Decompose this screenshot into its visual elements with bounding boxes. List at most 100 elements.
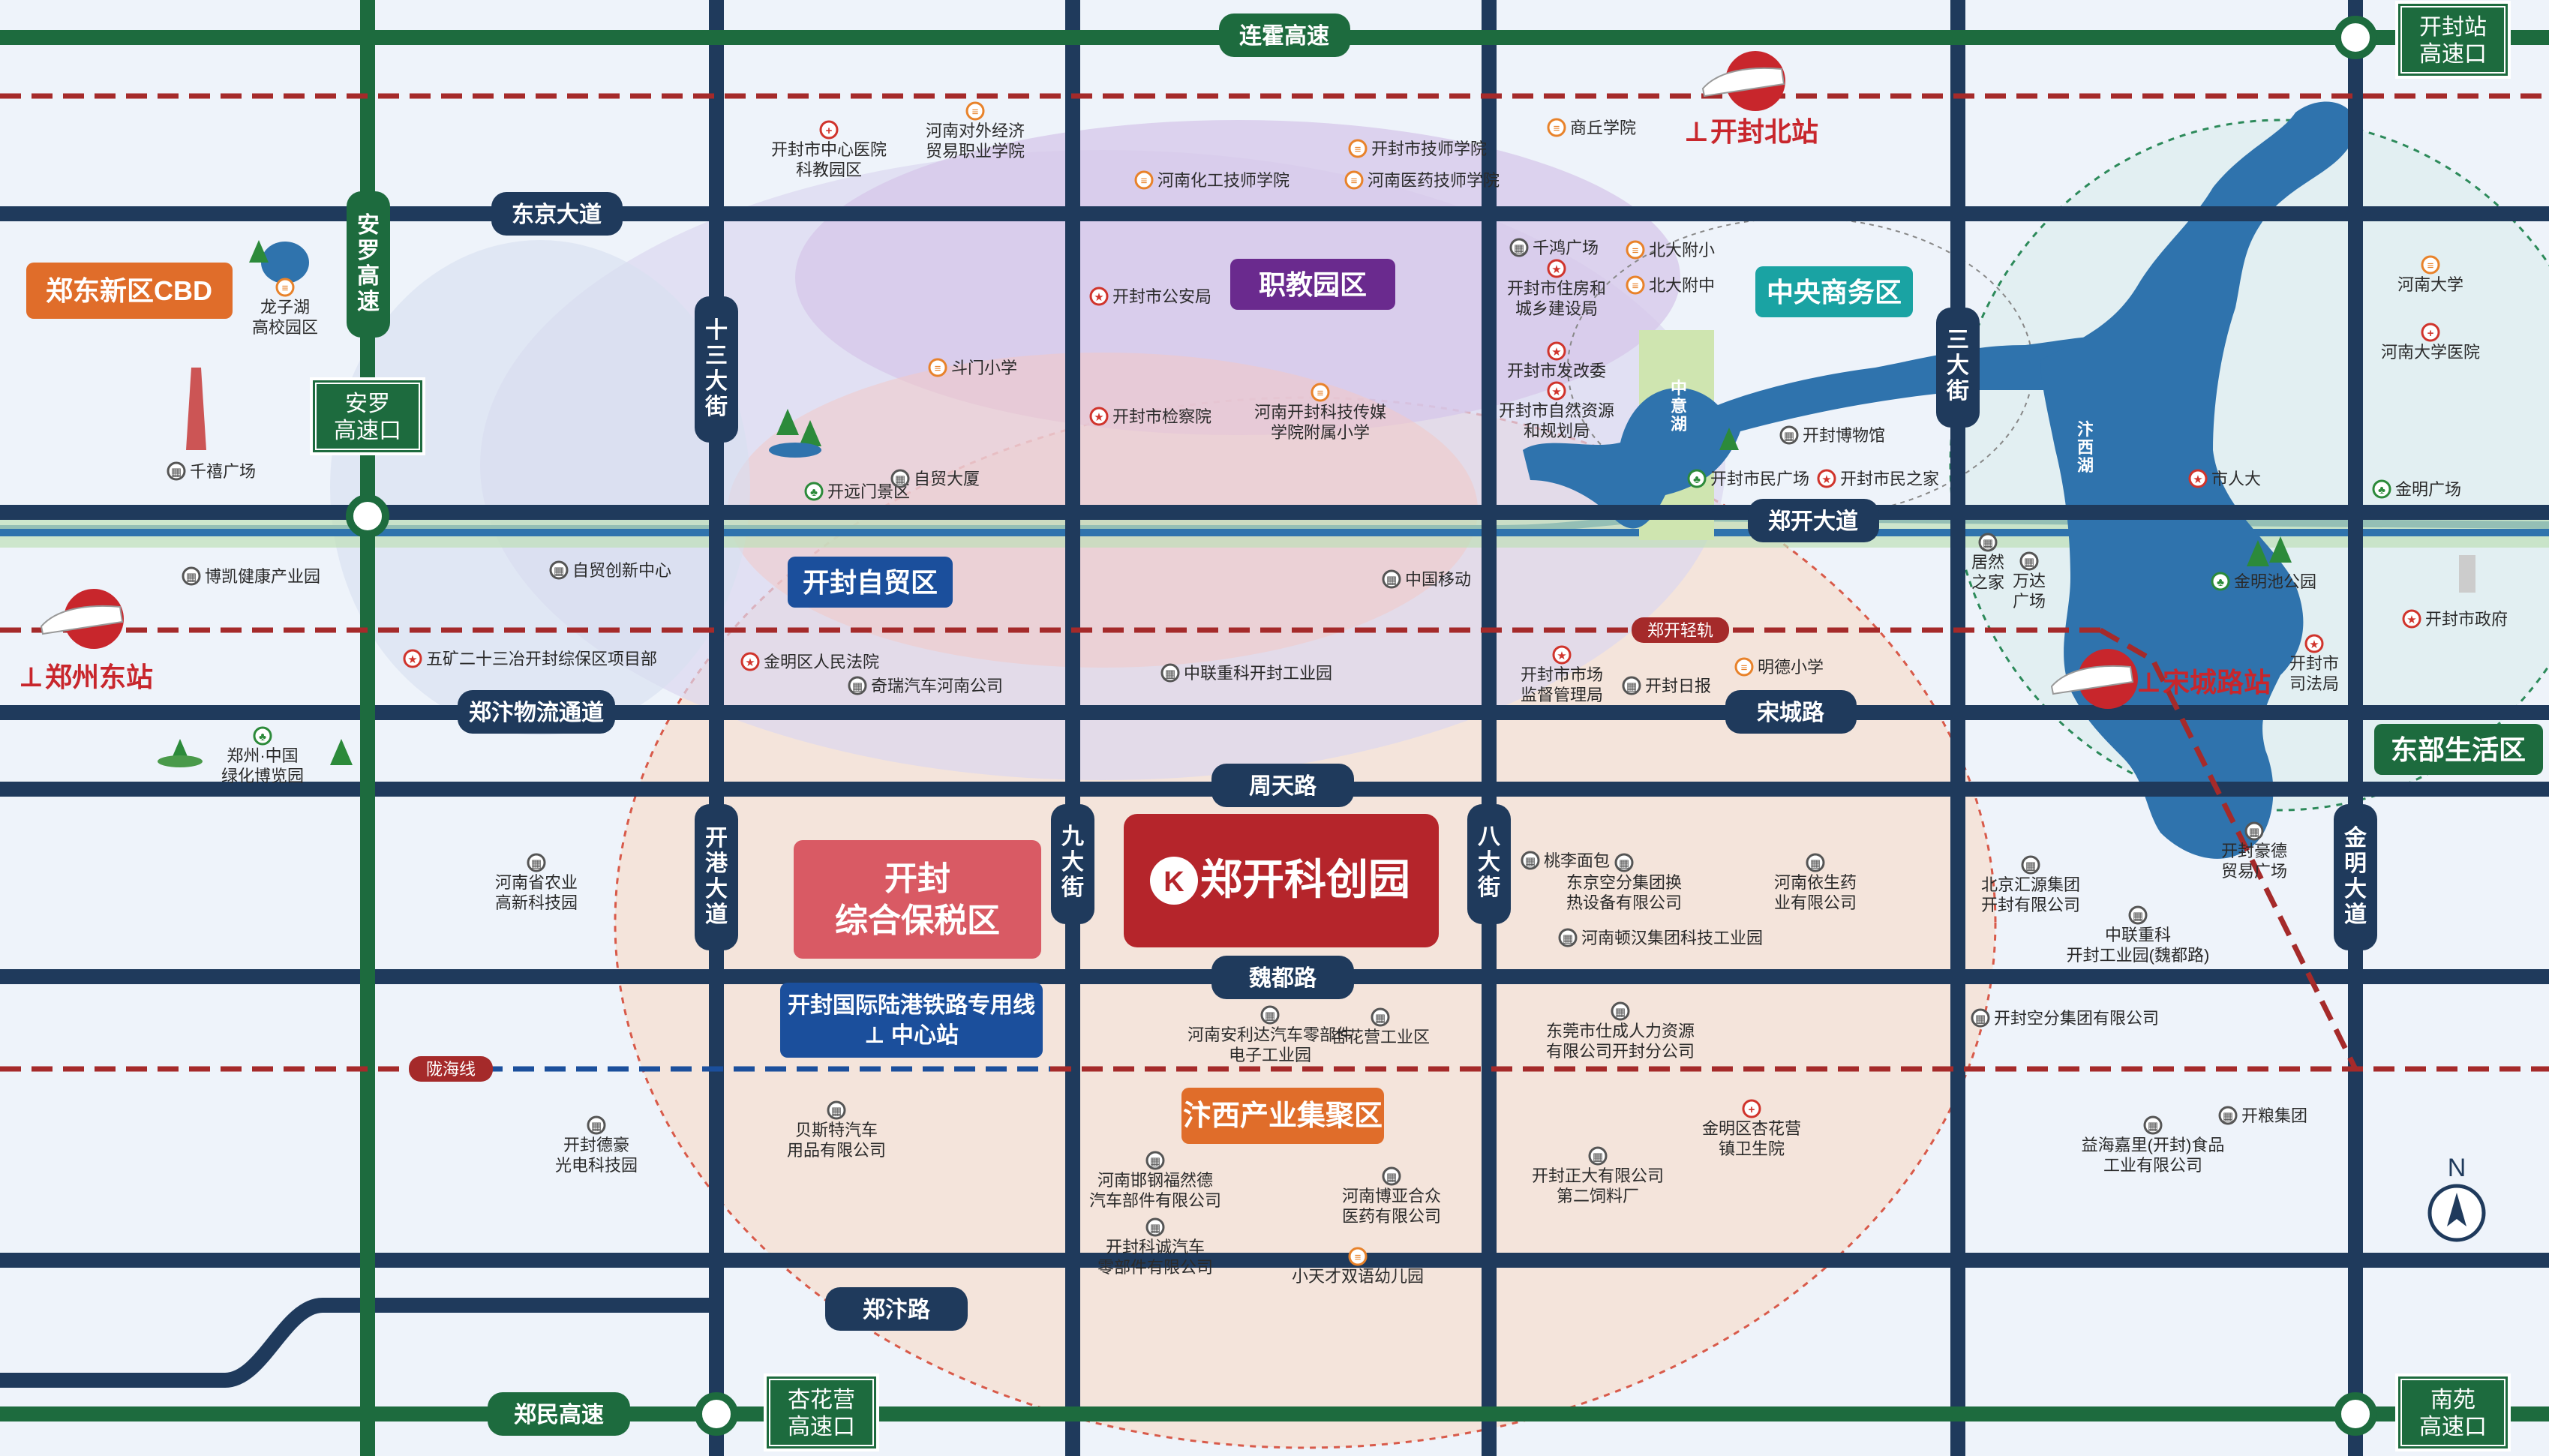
building-icon-glyph: ▦: [1165, 668, 1175, 680]
poi: ▦自贸创新中心: [549, 560, 671, 580]
poi-label: 河南博亚合众医药有限公司: [1342, 1187, 1441, 1226]
cbd-tower-icon: [186, 368, 206, 450]
poi: ▦河南博亚合众医药有限公司: [1342, 1166, 1441, 1226]
building-icon-glyph: ▦: [831, 1105, 842, 1118]
tree-icon: [769, 409, 821, 458]
school-icon-glyph: ≡: [1554, 122, 1560, 135]
poi-label: 自贸大厦: [914, 470, 980, 488]
poi-label: 开封市政府: [2425, 610, 2508, 629]
park-icon: [1687, 469, 1707, 488]
station-east-label: 郑州东站: [45, 662, 153, 692]
school-icon-glyph: ≡: [1632, 280, 1639, 293]
poi-label: 开封市民广场: [1710, 470, 1809, 488]
school-icon: [1134, 170, 1154, 190]
poi: ▦ 东莞市仕成人力资源有限公司开封分公司: [1546, 1001, 1695, 1061]
poi: ★开封市司法局: [2289, 634, 2339, 693]
gov-icon-glyph: ★: [1551, 386, 1561, 398]
school-icon-glyph: ≡: [1632, 245, 1639, 257]
gov-icon: [2188, 469, 2208, 488]
poi-label: 河南顿汉集团科技工业园: [1581, 929, 1763, 947]
poi-label: 金明区人民法院: [764, 653, 879, 671]
building-icon-glyph: ▦: [1150, 1222, 1160, 1235]
poi-label: 开封市住房和城乡建设局: [1507, 279, 1606, 318]
label-weidu: 魏都路: [1249, 966, 1317, 991]
poi-label: 东莞市仕成人力资源有限公司开封分公司: [1546, 1022, 1695, 1061]
poi: ▦开封博物馆: [1779, 425, 1885, 445]
project-box: [1124, 814, 1439, 947]
hospital-icon: [1742, 1099, 1761, 1118]
poi-label: 河南大学: [2397, 275, 2463, 294]
building-icon: [827, 1100, 846, 1120]
poi: ≡河南医药技师学院: [1344, 170, 1500, 190]
building-icon-glyph: ▦: [2025, 860, 2036, 872]
gov-icon-glyph: ★: [745, 656, 755, 669]
label-shisan: 十三大街: [704, 318, 728, 419]
building-icon: [1614, 853, 1634, 872]
poi-label: 开封科诚汽车零部件有限公司: [1097, 1238, 1213, 1277]
park-icon: [253, 726, 272, 746]
poi: ≡明德小学: [1734, 657, 1824, 677]
poi-label: 河南大学医院: [2381, 343, 2480, 362]
poi-label: 河南开封科技传媒学院附属小学: [1254, 403, 1386, 442]
school-icon: [928, 358, 947, 377]
poi-label: 开封空分集团有限公司: [1994, 1009, 2159, 1028]
building-icon-glyph: ▦: [1615, 1006, 1626, 1019]
gov-icon-glyph: ★: [1551, 263, 1561, 276]
poi-label: 金明广场: [2395, 480, 2461, 499]
building-icon: [2143, 1115, 2163, 1135]
poi-label: 居然之家: [1971, 553, 2004, 592]
poi-label: 河南依生药业有限公司: [1774, 873, 1857, 912]
label-dongjing: 东京大道: [512, 202, 602, 227]
poi: ♣金明池公园: [2211, 572, 2316, 591]
poi-label: 自贸创新中心: [572, 561, 671, 580]
exit-kaifeng: 开封站高速口: [2419, 15, 2487, 67]
building-icon-glyph: ▦: [2148, 1120, 2158, 1133]
poi-label: 千鸿广场: [1533, 239, 1599, 257]
building-icon-glyph: ▦: [186, 571, 197, 584]
poi: ≡河南大学: [2397, 255, 2463, 294]
school-icon-glyph: ≡: [935, 362, 941, 375]
poi-label: 开封豪德贸易广场: [2221, 842, 2287, 881]
poi-label: 市人大: [2211, 470, 2261, 488]
school-icon: [1734, 657, 1754, 677]
poi-label: 开封市市场监督管理局: [1521, 665, 1603, 704]
poi-label: 商丘学院: [1570, 119, 1636, 137]
label-san: 三大街: [1946, 328, 1969, 404]
school-icon-glyph: ≡: [1355, 143, 1362, 156]
poi-label: 万达广场: [2013, 572, 2046, 611]
poi-label: 开封市中心医院科教园区: [771, 140, 887, 179]
building-icon: [2128, 905, 2148, 925]
station-north-icon: ⊥: [1684, 116, 1709, 147]
hospital-icon: [2421, 323, 2440, 342]
poi-label: 开封博物馆: [1803, 426, 1885, 445]
school-icon-glyph: ≡: [1317, 387, 1324, 400]
school-icon-glyph: ≡: [1741, 662, 1748, 674]
label-jiu: 九大街: [1061, 824, 1084, 900]
building-icon: [1806, 853, 1825, 872]
building-icon-glyph: ▦: [1525, 855, 1536, 868]
poi: ≡河南对外经济贸易职业学院: [926, 101, 1025, 161]
poi: ★开封市民之家: [1817, 469, 1939, 488]
poi: +开封市中心医院科教园区: [771, 120, 887, 179]
poi-label: 小天才双语幼儿园: [1292, 1267, 1424, 1286]
school-icon-glyph: ≡: [1351, 175, 1358, 188]
park-icon-glyph: ♣: [2378, 484, 2385, 497]
poi: ▦中国移动: [1382, 569, 1471, 589]
building-icon: [1558, 928, 1578, 947]
hospital-icon-glyph: +: [2427, 327, 2434, 340]
zone-cbd: 郑东新区CBD: [46, 275, 212, 306]
park-icon: [2372, 479, 2391, 499]
poi-label: 五矿二十三冶开封综保区项目部: [426, 650, 657, 668]
poi: ▦益海嘉里(开封)食品工业有限公司: [2082, 1115, 2224, 1175]
poi: ★五矿二十三冶开封综保区项目部: [403, 649, 657, 668]
junction-anluo: [346, 494, 389, 538]
building-icon-glyph: ▦: [591, 1120, 602, 1133]
building-icon-glyph: ▦: [1265, 1010, 1275, 1022]
building-icon-glyph: ▦: [1626, 680, 1637, 693]
zone-rail-line: 开封国际陆港铁路专用线⊥ 中心站: [788, 993, 1035, 1048]
building-icon-glyph: ▦: [1514, 242, 1524, 255]
poi-label: 河南安利达汽车零部件电子工业园: [1187, 1025, 1353, 1064]
station-songchenglu: ⊥ 宋城路站: [2050, 649, 2271, 709]
poi: ≡斗门小学: [928, 358, 1017, 377]
poi-label: 开封市公安局: [1112, 287, 1211, 306]
